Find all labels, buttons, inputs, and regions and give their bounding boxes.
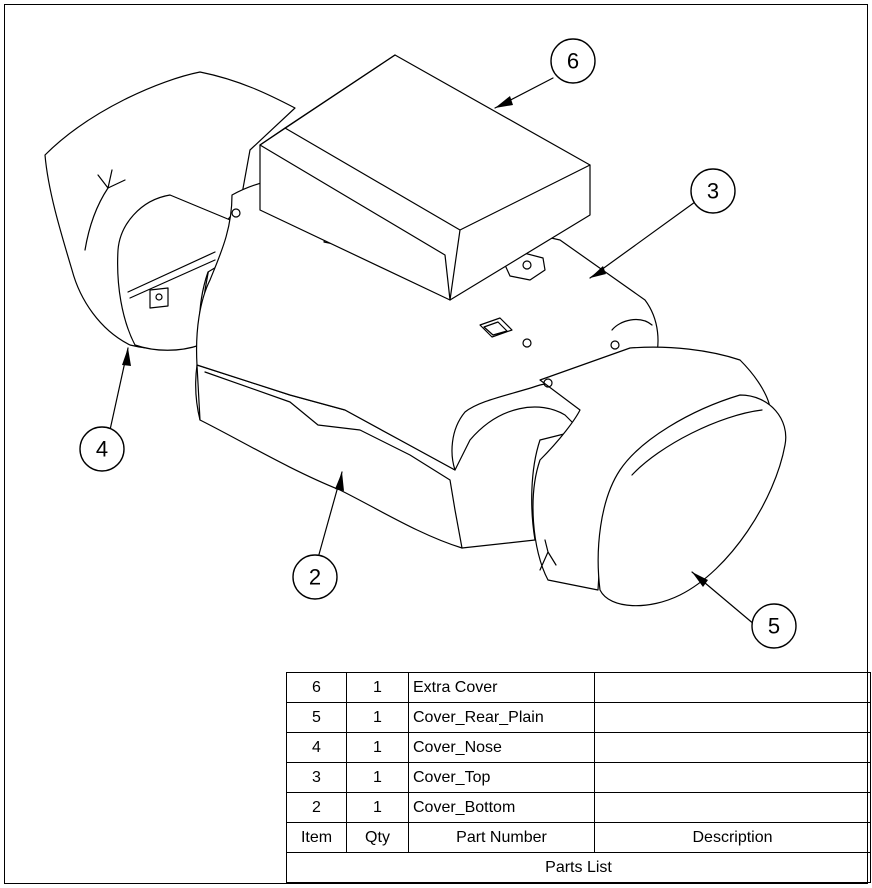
item-cell: 2 <box>286 792 347 823</box>
description-cell <box>594 672 871 703</box>
extra-cover <box>259 54 591 301</box>
part-number-cell: Cover_Bottom <box>408 792 595 823</box>
balloon-4-label: 4 <box>96 437 108 462</box>
part-number-cell: Cover_Nose <box>408 732 595 763</box>
item-cell: 5 <box>286 702 347 733</box>
part-number-cell: Extra Cover <box>408 672 595 703</box>
cover-rear-plain <box>532 346 787 607</box>
table-title-row: Parts List <box>286 852 871 883</box>
cover-bottom <box>195 364 581 549</box>
description-cell <box>594 792 871 823</box>
table-row: 5 1 Cover_Rear_Plain <box>286 702 871 733</box>
description-cell <box>594 762 871 793</box>
parts-list-title: Parts List <box>286 852 871 883</box>
balloon-3: 3 <box>690 168 736 214</box>
part-number-cell: Cover_Top <box>408 762 595 793</box>
balloon-2: 2 <box>292 554 338 600</box>
part-number-header: Part Number <box>408 822 595 853</box>
item-cell: 6 <box>286 672 347 703</box>
balloon-6: 6 <box>550 38 596 84</box>
description-cell <box>594 702 871 733</box>
qty-cell: 1 <box>346 672 409 703</box>
table-row: 4 1 Cover_Nose <box>286 732 871 763</box>
item-cell: 3 <box>286 762 347 793</box>
table-row: 3 1 Cover_Top <box>286 762 871 793</box>
table-row: 6 1 Extra Cover <box>286 672 871 703</box>
description-header: Description <box>594 822 871 853</box>
qty-cell: 1 <box>346 762 409 793</box>
item-header: Item <box>286 822 347 853</box>
qty-header: Qty <box>346 822 409 853</box>
cover-nose <box>44 71 296 351</box>
qty-cell: 1 <box>346 792 409 823</box>
drawing-frame <box>4 4 868 884</box>
part-number-cell: Cover_Rear_Plain <box>408 702 595 733</box>
description-cell <box>594 732 871 763</box>
cover-top <box>196 177 659 471</box>
balloon-4: 4 <box>79 426 125 472</box>
balloon-5: 5 <box>751 603 797 649</box>
item-cell: 4 <box>286 732 347 763</box>
qty-cell: 1 <box>346 702 409 733</box>
table-row: 2 1 Cover_Bottom <box>286 792 871 823</box>
qty-cell: 1 <box>346 732 409 763</box>
balloon-5-label: 5 <box>768 614 780 639</box>
parts-list-table: 6 1 Extra Cover 5 1 Cover_Rear_Plain 4 1… <box>286 672 871 883</box>
table-header-row: Item Qty Part Number Description <box>286 822 871 853</box>
leader-arrowheads <box>122 96 708 587</box>
balloon-2-label: 2 <box>309 565 321 590</box>
balloon-6-label: 6 <box>567 49 579 74</box>
balloon-3-label: 3 <box>707 179 719 204</box>
